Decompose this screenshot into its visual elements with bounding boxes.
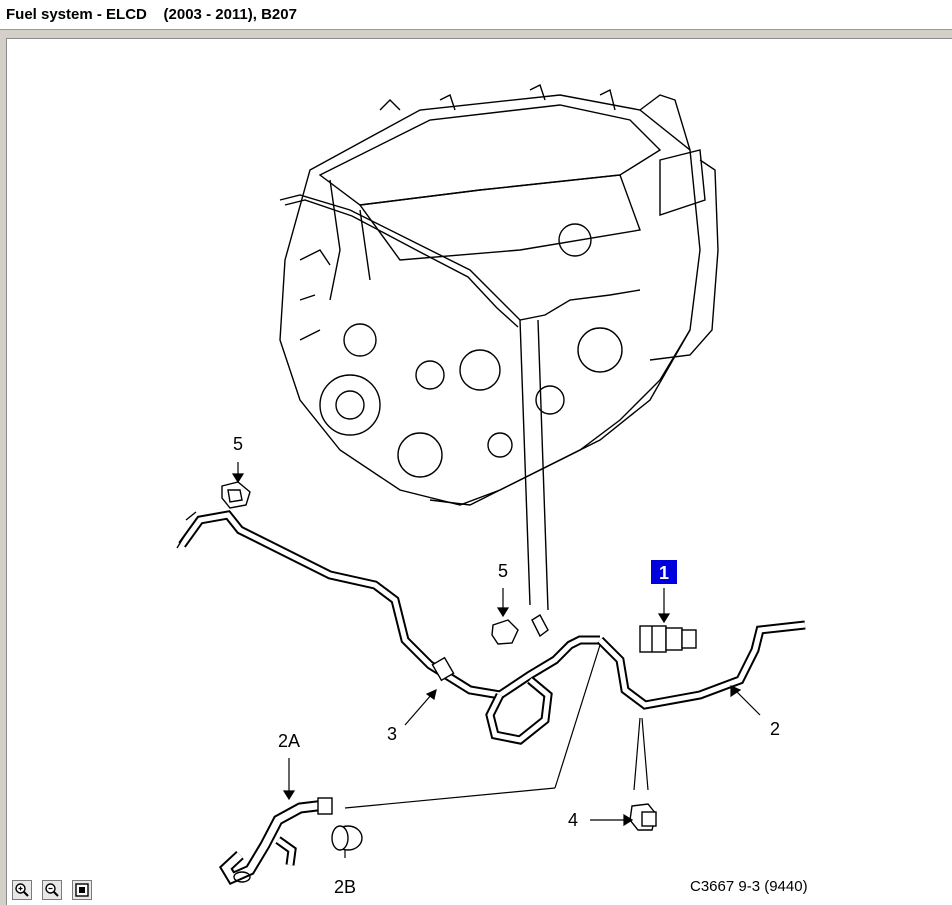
fuel-hose-3 xyxy=(176,510,600,745)
clip-5-top xyxy=(221,481,251,509)
fuel-valve-1 xyxy=(639,625,697,653)
callout-1-box[interactable] xyxy=(651,560,677,584)
figure-code: C3667 9-3 (9440) xyxy=(690,878,808,895)
hose-2A xyxy=(218,797,333,886)
zoom-out-button[interactable] xyxy=(42,880,62,900)
magnifier-minus-icon xyxy=(45,883,59,897)
clamp-2B xyxy=(331,825,363,851)
magnifier-plus-icon xyxy=(15,883,29,897)
window-title: Fuel system - ELCD (2003 - 2011), B207 xyxy=(6,6,297,23)
clip-5-middle xyxy=(491,614,549,645)
fuel-pipe-2 xyxy=(596,620,806,710)
callout-5-middle[interactable]: 5 xyxy=(498,561,508,581)
diagram-frame xyxy=(6,38,952,905)
callout-3[interactable]: 3 xyxy=(387,724,397,744)
fit-window-button[interactable] xyxy=(72,880,92,900)
window-titlebar: Fuel system - ELCD (2003 - 2011), B207 xyxy=(0,0,952,30)
leader-lines xyxy=(231,462,761,858)
callout-2A[interactable]: 2A xyxy=(278,731,300,751)
zoom-in-button[interactable] xyxy=(12,880,32,900)
callout-1[interactable]: 1 xyxy=(659,563,669,583)
clip-4 xyxy=(629,803,657,831)
engine-illustration xyxy=(279,84,719,611)
callout-2B[interactable]: 2B xyxy=(334,877,356,897)
callout-4[interactable]: 4 xyxy=(568,810,578,830)
callout-2[interactable]: 2 xyxy=(770,719,780,739)
fit-window-icon xyxy=(75,883,89,897)
callout-5-top[interactable]: 5 xyxy=(233,434,243,454)
